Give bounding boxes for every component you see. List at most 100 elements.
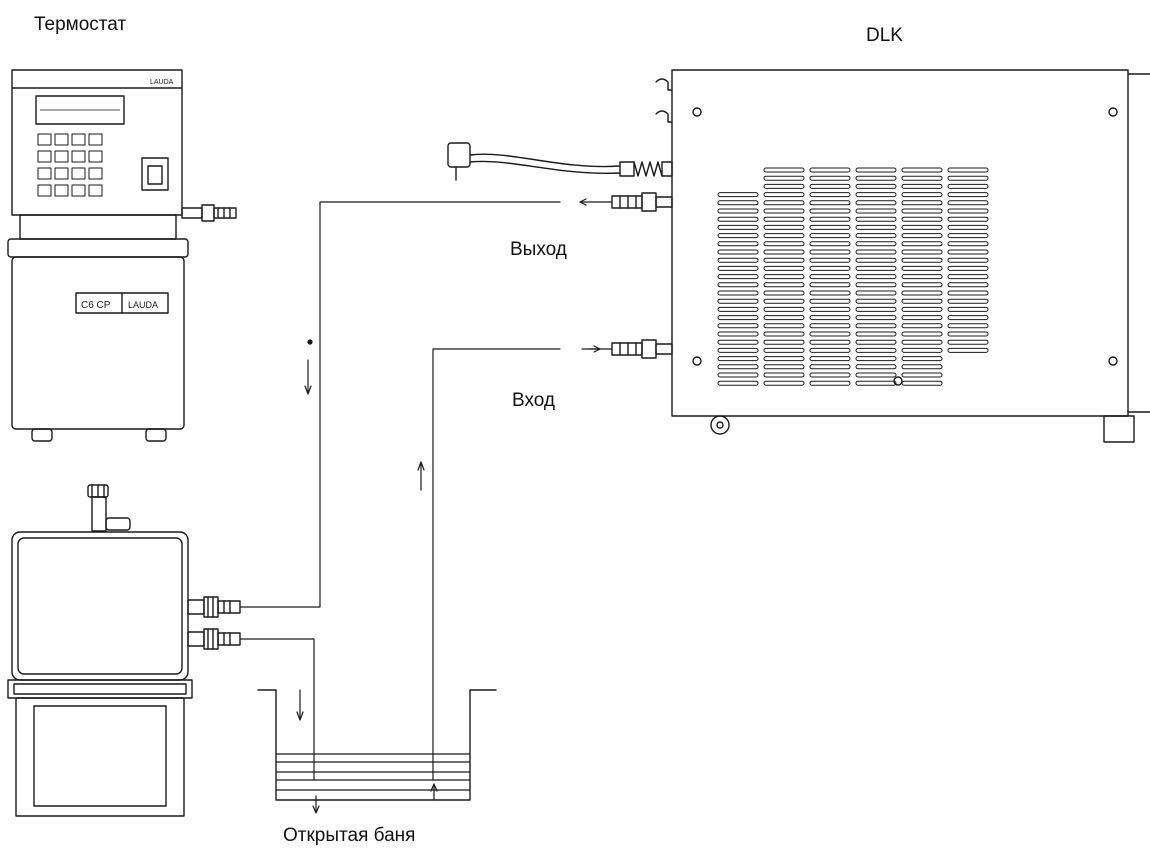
vent-slot (856, 291, 896, 295)
vent-slot (902, 201, 942, 205)
thermostat-unit: LAUDA C6 CP LAUDA (8, 70, 236, 441)
vent-slot (856, 225, 896, 229)
vent-slot (764, 234, 804, 238)
dlk-foot (1104, 416, 1134, 442)
vent-slot (718, 340, 758, 344)
vent-slot (764, 250, 804, 254)
vent-slot (810, 217, 850, 221)
vent-slot (856, 365, 896, 369)
vent-slot (764, 340, 804, 344)
vent-slot (718, 316, 758, 320)
vent-slot (902, 275, 942, 279)
vent-slot (948, 250, 988, 254)
vent-slot (810, 250, 850, 254)
vent-slot (718, 234, 758, 238)
vent-slot (902, 381, 942, 385)
vent-slot (856, 332, 896, 336)
hose-lines (240, 202, 612, 780)
vent-slot (856, 184, 896, 188)
vent-slot (718, 307, 758, 311)
vent-slot (856, 307, 896, 311)
vent-slot (810, 381, 850, 385)
vent-slot (856, 266, 896, 270)
vent-slot (718, 193, 758, 197)
vent-slot (718, 373, 758, 377)
vent-slot (764, 242, 804, 246)
vent-slot (948, 340, 988, 344)
vent-slot (764, 193, 804, 197)
vent-slot (902, 225, 942, 229)
vent-slot (948, 209, 988, 213)
vent-slot (810, 307, 850, 311)
vent-slot (718, 357, 758, 361)
vent-slot (902, 168, 942, 172)
thermostat-foot-right (146, 429, 166, 441)
vent-slot (856, 168, 896, 172)
vent-slot (810, 176, 850, 180)
dlk-valve-top (656, 79, 672, 90)
vent-slot (856, 217, 896, 221)
vent-slot (856, 324, 896, 328)
vent-slot (856, 242, 896, 246)
vent-slot (718, 266, 758, 270)
vent-slot (718, 365, 758, 369)
vent-slot (856, 381, 896, 385)
vent-slot (764, 324, 804, 328)
vent-slot (764, 225, 804, 229)
vent-slot (718, 283, 758, 287)
vent-slot (764, 291, 804, 295)
vent-slot (810, 283, 850, 287)
vent-slot (902, 209, 942, 213)
vent-slot (856, 201, 896, 205)
vent-slot (764, 209, 804, 213)
vent-slot (856, 316, 896, 320)
vent-slot (810, 357, 850, 361)
hose-bath-line (240, 639, 314, 780)
vent-slot (902, 266, 942, 270)
vent-slot (764, 201, 804, 205)
vent-slot (764, 381, 804, 385)
vent-slot (810, 184, 850, 188)
dlk-outlet-fitting (612, 193, 672, 211)
vent-slot (902, 176, 942, 180)
vent-slot (764, 217, 804, 221)
vent-slot (718, 299, 758, 303)
vent-slot (948, 316, 988, 320)
vent-slot (718, 217, 758, 221)
pump-base-plate (8, 680, 192, 698)
vent-slot (856, 340, 896, 344)
vent-slot (902, 234, 942, 238)
vent-slot (856, 357, 896, 361)
vent-slot (902, 193, 942, 197)
vent-slot (718, 291, 758, 295)
vent-slot (810, 209, 850, 213)
vent-slot (764, 332, 804, 336)
vent-slot (948, 168, 988, 172)
thermostat-base-brand: LAUDA (128, 300, 158, 310)
vent-slot (856, 275, 896, 279)
vent-slot (856, 283, 896, 287)
hose-outlet-line (240, 202, 560, 607)
vent-slot (810, 275, 850, 279)
vent-slot (764, 316, 804, 320)
vent-slot (764, 258, 804, 262)
vent-slot (902, 258, 942, 262)
pump-unit (8, 485, 240, 816)
vent-slot (810, 348, 850, 352)
vent-slot (810, 225, 850, 229)
vent-slot (948, 258, 988, 262)
dlk-valve-second (656, 111, 672, 122)
vent-slot (810, 373, 850, 377)
open-bath (258, 690, 496, 800)
vent-slot (810, 365, 850, 369)
vent-slot (948, 225, 988, 229)
vent-slot (718, 209, 758, 213)
vent-slot (856, 258, 896, 262)
flow-arrows (297, 199, 600, 813)
vent-slot (718, 332, 758, 336)
vent-slot (810, 168, 850, 172)
vent-slot (856, 193, 896, 197)
vent-slot (810, 340, 850, 344)
vent-slot (902, 307, 942, 311)
